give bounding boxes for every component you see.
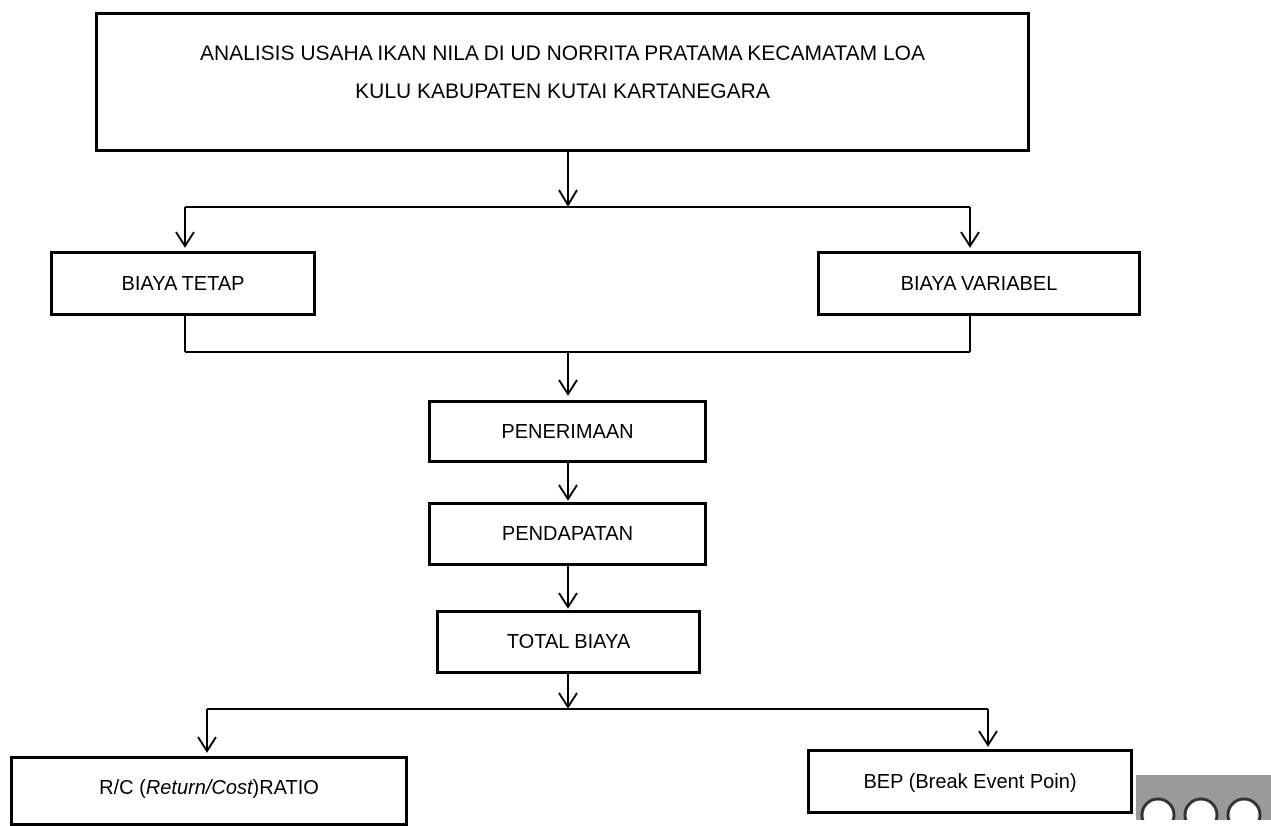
node-bep: BEP (Break Event Poin) (807, 749, 1133, 814)
node-fixed-cost-label: BIAYA TETAP (121, 272, 245, 295)
circle-icon (1183, 797, 1219, 820)
node-revenue-label: PENERIMAAN (501, 420, 634, 443)
node-rc-ratio-label: R/C (Return/Cost)RATIO (99, 769, 319, 807)
title-line-2: KULU KABUPATEN KUTAI KARTANEGARA (355, 80, 770, 103)
arrowhead (558, 484, 578, 501)
node-income-label: PENDAPATAN (501, 523, 634, 545)
node-revenue: PENERIMAAN (428, 400, 707, 463)
arrowhead (558, 189, 578, 207)
node-total-cost: TOTAL BIAYA (436, 610, 701, 674)
node-variable-cost-label: BIAYA VARIABEL (900, 272, 1058, 295)
rc-ratio-italic: Return/Cost (145, 777, 253, 799)
arrowhead (558, 592, 578, 609)
circle-icon (1226, 797, 1262, 820)
arrowhead (558, 379, 578, 396)
rc-ratio-suffix: )RATIO (252, 777, 319, 799)
arrowhead (978, 730, 998, 747)
circle-icon (1140, 797, 1176, 820)
node-bep-label: BEP (Break Event Poin) (863, 770, 1077, 793)
node-rc-ratio: R/C (Return/Cost)RATIO (10, 756, 408, 826)
node-fixed-cost: BIAYA TETAP (50, 251, 316, 316)
corner-decoration (1136, 775, 1271, 820)
arrowhead (558, 692, 578, 709)
arrowhead (175, 231, 195, 248)
arrowhead (960, 231, 980, 248)
node-income: PENDAPATAN (428, 502, 707, 566)
node-variable-cost: BIAYA VARIABEL (817, 251, 1141, 316)
title-box: ANALISIS USAHA IKAN NILA DI UD NORRITA P… (95, 12, 1030, 152)
arrowhead (197, 736, 217, 753)
node-total-cost-label: TOTAL BIAYA (506, 631, 631, 653)
rc-ratio-prefix: R/C ( (99, 777, 146, 799)
title-line-1: ANALISIS USAHA IKAN NILA DI UD NORRITA P… (199, 42, 926, 65)
